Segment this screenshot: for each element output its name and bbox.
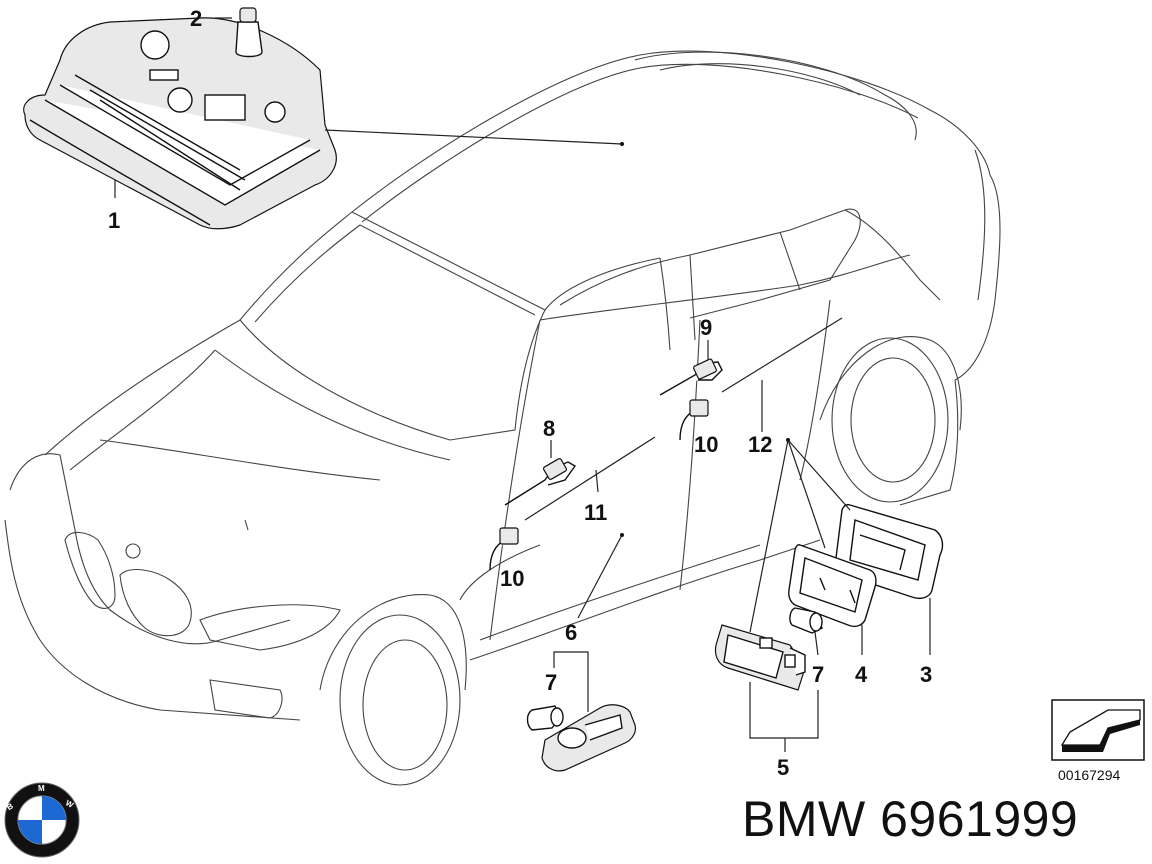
- svg-text:M: M: [38, 784, 45, 793]
- callout-11: 11: [584, 500, 607, 525]
- bmw-roundel-icon: B M W: [4, 782, 80, 858]
- part-7-bulb-left: [526, 705, 564, 731]
- part-4-lens-frame: [788, 544, 877, 628]
- part-6-footwell-light: [541, 704, 637, 772]
- part-12-strip: [721, 317, 843, 393]
- svg-text:B: B: [5, 801, 15, 812]
- part-8-cable: [504, 458, 577, 506]
- callout-9: 9: [700, 315, 712, 340]
- leader-lines: [114, 17, 931, 752]
- part-5-door-light: [714, 624, 806, 691]
- part-1-roof-module: [23, 17, 337, 230]
- diagram-id: 00167294: [1058, 767, 1121, 783]
- callout-7-left: 7: [545, 670, 557, 695]
- callout-2: 2: [190, 6, 202, 31]
- car-outline: [4, 50, 1001, 786]
- part-9-cable: [659, 358, 723, 396]
- callout-10-upper: 10: [694, 432, 718, 457]
- callout-5: 5: [777, 755, 789, 780]
- callout-10-lower: 10: [500, 566, 524, 591]
- svg-text:W: W: [64, 798, 75, 810]
- part-7-bulb-right: [789, 607, 823, 634]
- direction-arrow-icon: [1051, 699, 1145, 761]
- callout-8: 8: [543, 416, 555, 441]
- callout-4: 4: [855, 662, 868, 687]
- part-2-bulb: [235, 7, 263, 58]
- callout-12: 12: [748, 432, 772, 457]
- part-number-title: BMW 6961999: [742, 791, 1079, 847]
- callout-3: 3: [920, 662, 932, 687]
- part-10-connector-upper: [679, 399, 709, 441]
- callout-7-right: 7: [812, 662, 824, 687]
- part-10-connector-lower: [489, 527, 519, 571]
- callout-6: 6: [565, 620, 577, 645]
- callout-1: 1: [108, 208, 120, 233]
- part-11-strip: [524, 436, 656, 521]
